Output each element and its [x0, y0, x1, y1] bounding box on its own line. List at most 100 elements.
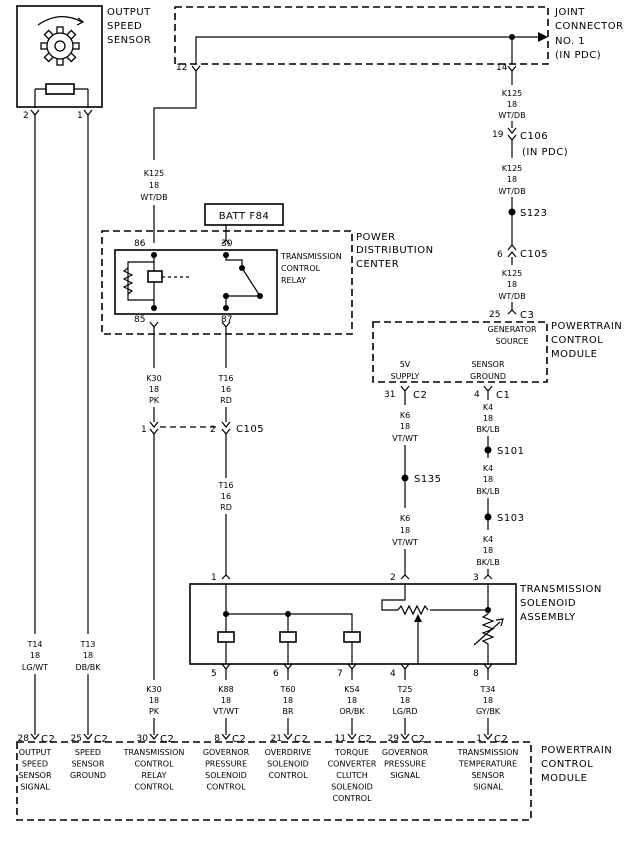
sensor-coil-icon: [45, 83, 75, 95]
joint-connector-bus: [195, 32, 548, 64]
pcm-sensor-ground: SENSOR GROUND: [470, 360, 506, 381]
joint-title-3: NO. 1: [555, 36, 585, 47]
svg-text:K30: K30: [146, 374, 161, 383]
pcm-pin-label: SENSOR: [18, 771, 51, 780]
svg-text:K4: K4: [483, 535, 493, 544]
svg-text:K4: K4: [483, 403, 493, 412]
svg-text:K54: K54: [344, 685, 359, 694]
svg-text:BK/LB: BK/LB: [476, 558, 499, 567]
splice-s101-label: S101: [497, 446, 524, 457]
svg-text:16: 16: [221, 492, 231, 501]
svg-text:RELAY: RELAY: [281, 276, 306, 285]
svg-text:K125: K125: [144, 169, 165, 178]
c105-pin-1: 1: [141, 425, 147, 435]
svg-text:PK: PK: [149, 396, 160, 405]
pdc-title: POWER DISTRIBUTION CENTER: [356, 232, 433, 270]
pcm-pin-label: CONTROL: [134, 783, 174, 792]
solenoid-internals: [217, 584, 504, 664]
c105-pin-2-icon: [221, 421, 231, 435]
svg-text:K30: K30: [146, 685, 161, 694]
relay-switch-icon: [223, 252, 263, 311]
svg-text:CENTER: CENTER: [356, 259, 399, 270]
pcm-connector-label: C2: [160, 734, 174, 745]
pcm-pin-label: SIGNAL: [390, 771, 420, 780]
pcm-pin-label: CONTROL: [332, 794, 372, 803]
pcm-pin-label: CONTROL: [134, 760, 174, 769]
pcm-connector-label: C2: [494, 734, 508, 745]
c106-label: C106: [520, 131, 548, 142]
splice-s135: [401, 474, 409, 482]
svg-text:LG/WT: LG/WT: [22, 663, 48, 672]
pcm-connector-label: C2: [358, 734, 372, 745]
svg-text:K125: K125: [502, 89, 523, 98]
k54-wire: K54 18 OR/BK: [339, 685, 365, 716]
pcm-pin-label: SIGNAL: [20, 783, 50, 792]
pcm-pin-number: 30: [137, 734, 149, 744]
svg-text:18: 18: [483, 546, 493, 555]
svg-text:K6: K6: [400, 514, 410, 523]
solenoid-assembly-title: TRANSMISSION SOLENOID ASSEMBLY: [519, 584, 602, 623]
pcm-gen-source: GENERATOR SOURCE: [487, 325, 537, 346]
pcm-connector-label: C2: [294, 734, 308, 745]
pcm-pin-label: PRESSURE: [384, 760, 426, 769]
pcm-pin-label: GROUND: [70, 771, 106, 780]
relay-title: TRANSMISSION CONTROL RELAY: [280, 252, 342, 285]
svg-text:GROUND: GROUND: [470, 372, 506, 381]
t60-wire: T60 18 BR: [279, 685, 295, 716]
svg-text:WT/DB: WT/DB: [498, 187, 525, 196]
jc-pin-14: 14: [496, 63, 508, 73]
k4-wire-c: K4 18 BK/LB: [476, 535, 499, 567]
pdc-box: [101, 230, 353, 335]
pcm-pin-number: 8: [214, 734, 220, 744]
splice-s123-label: S123: [520, 208, 547, 219]
pcm-pin-label: SENSOR: [471, 771, 504, 780]
arrow-right-icon: [538, 32, 548, 42]
svg-text:SOLENOID: SOLENOID: [520, 598, 576, 609]
svg-text:VT/WT: VT/WT: [392, 434, 418, 443]
pcm-pin-label: PRESSURE: [205, 760, 247, 769]
c105-pin-6: 6: [497, 250, 503, 260]
joint-title-4: (IN PDC): [555, 50, 601, 61]
splice-s135-label: S135: [414, 474, 441, 485]
pcm-pin-label: SPEED: [75, 748, 101, 757]
pcm-top-title: POWERTRAIN CONTROL MODULE: [551, 321, 622, 360]
sensor-pin-2: 2: [23, 111, 29, 121]
sensor-title-3: SENSOR: [107, 35, 151, 46]
k4-wire-b: K4 18 BK/LB: [476, 464, 499, 496]
k125-wire-right-3: K125 18 WT/DB: [498, 269, 525, 301]
relay-pin-30: 30: [221, 239, 233, 249]
c105-pin-1-icon: [149, 421, 159, 435]
svg-text:SOURCE: SOURCE: [495, 337, 528, 346]
svg-text:WT/DB: WT/DB: [140, 193, 167, 202]
sensor-pin-1: 1: [77, 111, 83, 121]
svg-text:OR/BK: OR/BK: [339, 707, 365, 716]
svg-text:5V: 5V: [400, 360, 411, 369]
svg-text:TRANSMISSION: TRANSMISSION: [519, 584, 602, 595]
sensor-title-2: SPEED: [107, 21, 142, 32]
c105-label-right: C105: [520, 249, 548, 260]
pcm-pin-number: 29: [388, 734, 400, 744]
pcm-pin-label: TEMPERATURE: [458, 760, 517, 769]
svg-text:18: 18: [400, 696, 410, 705]
svg-text:POWER: POWER: [356, 232, 396, 243]
c1-label: C1: [496, 390, 510, 401]
pcm-pin-number: 1: [476, 734, 482, 744]
batt-fuse-label: BATT F84: [219, 211, 270, 222]
svg-text:DB/BK: DB/BK: [75, 663, 101, 672]
pcm-pin-label: SENSOR: [71, 760, 104, 769]
svg-text:GENERATOR: GENERATOR: [487, 325, 537, 334]
sol-pin-3: 3: [473, 573, 479, 583]
c2-label-top: C2: [413, 390, 427, 401]
svg-text:CONTROL: CONTROL: [551, 335, 603, 346]
svg-text:16: 16: [221, 385, 231, 394]
svg-text:MODULE: MODULE: [541, 773, 587, 784]
pcm-5v-supply: 5V SUPPLY: [391, 360, 420, 381]
svg-text:18: 18: [30, 651, 40, 660]
svg-text:T13: T13: [79, 640, 95, 649]
